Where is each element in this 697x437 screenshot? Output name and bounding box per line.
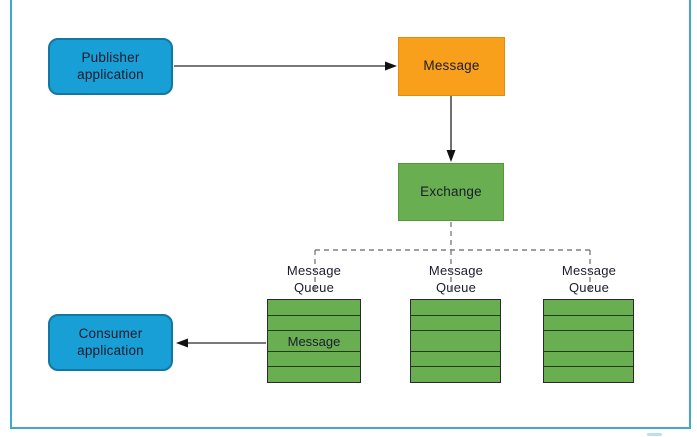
queue-3-label: Message Queue	[534, 263, 644, 297]
queue-2-stripe	[411, 314, 500, 331]
message-queue-3	[543, 299, 634, 383]
queue-3-stripe	[544, 330, 633, 350]
queue-2-label-line2: Queue	[435, 279, 477, 295]
watermark-smudge	[647, 433, 662, 436]
queue-2-stripe	[411, 300, 500, 315]
message-label: Message	[423, 58, 480, 74]
queue-2-stripe	[411, 366, 500, 382]
queue-3-label-line1: Message	[561, 263, 617, 278]
queue-3-stripe	[544, 350, 633, 367]
queue-3-stripe	[544, 300, 633, 315]
arrowhead-left-icon	[176, 338, 188, 348]
queue-1-stripe	[268, 366, 360, 382]
queue-1-stripe	[268, 350, 360, 367]
arrowhead-down-icon	[446, 150, 456, 162]
queue-2-stripe	[411, 350, 500, 367]
queue-3-stripe	[544, 314, 633, 331]
consumer-label-line1: Consumer	[78, 325, 143, 341]
queue-3-label-line2: Queue	[568, 279, 610, 295]
message-node: Message	[398, 37, 505, 96]
queue-2-stripe	[411, 330, 500, 350]
queue-1-label-line2: Queue	[293, 279, 335, 295]
publisher-application-node: Publisher application	[48, 38, 173, 95]
consumer-label-line2: application	[77, 342, 144, 358]
queue-1-stripe	[268, 314, 360, 331]
queue-2-label: Message Queue	[401, 263, 511, 297]
queue-2-label-line1: Message	[428, 263, 484, 278]
queue-1-stripe-message: Message	[268, 330, 360, 350]
queue-1-message-label: Message	[287, 333, 341, 349]
queue-1-label: Message Queue	[259, 263, 369, 297]
publisher-label-line1: Publisher	[81, 49, 140, 65]
frame-border-left	[10, 0, 12, 428]
arrowhead-right-icon	[385, 61, 397, 71]
exchange-label: Exchange	[420, 183, 482, 199]
frame-border-bottom	[10, 427, 691, 429]
exchange-node: Exchange	[398, 163, 504, 221]
queue-3-stripe	[544, 366, 633, 382]
queue-1-label-line1: Message	[286, 263, 342, 278]
frame-border-right	[689, 0, 691, 428]
queue-1-stripe	[268, 300, 360, 315]
consumer-application-node: Consumer application	[48, 314, 173, 371]
message-queue-2	[410, 299, 501, 383]
message-queue-1: Message	[267, 299, 361, 383]
publisher-label-line2: application	[77, 66, 144, 82]
